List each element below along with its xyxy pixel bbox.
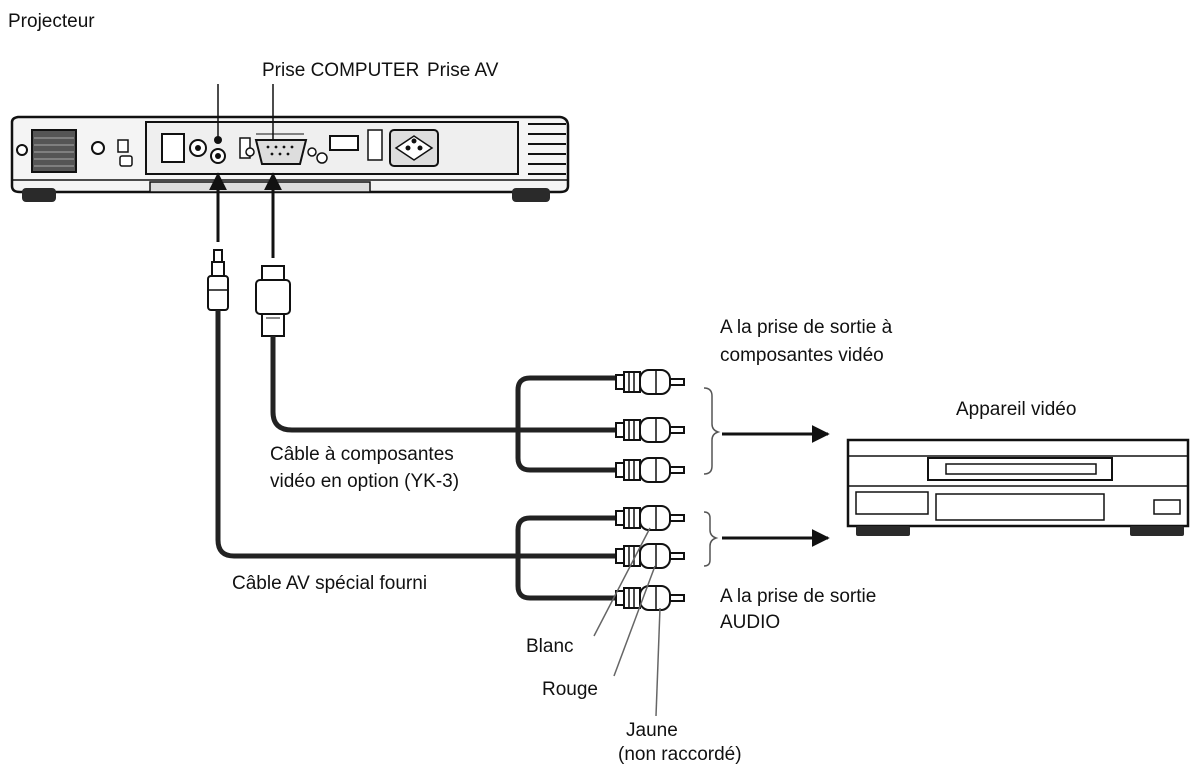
mini-jack-plug bbox=[207, 249, 229, 311]
color-leader-lines bbox=[593, 527, 661, 717]
label-projector: Projecteur bbox=[8, 11, 95, 32]
label-av-jack: Prise AV bbox=[427, 60, 499, 81]
plug-arrows bbox=[209, 172, 282, 258]
label-video-device: Appareil vidéo bbox=[956, 399, 1077, 420]
label-component-output-line2: composantes vidéo bbox=[720, 345, 884, 366]
video-device-illustration bbox=[846, 438, 1190, 536]
label-audio-output-line2: AUDIO bbox=[720, 612, 781, 633]
projector-illustration bbox=[10, 115, 570, 202]
component-connector bbox=[255, 265, 291, 337]
label-component-cable-line1: Câble à composantes bbox=[270, 444, 454, 465]
label-yellow-line2: (non raccordé) bbox=[618, 744, 742, 765]
label-yellow-line1: Jaune bbox=[626, 720, 678, 741]
braces bbox=[703, 387, 721, 567]
label-white: Blanc bbox=[526, 636, 574, 657]
label-red: Rouge bbox=[542, 679, 598, 700]
cables bbox=[215, 310, 618, 601]
label-component-output-line1: A la prise de sortie à bbox=[720, 317, 893, 338]
jack-leader-lines bbox=[217, 84, 274, 140]
label-av-cable: Câble AV spécial fourni bbox=[232, 573, 428, 594]
label-audio-output-line1: A la prise de sortie bbox=[720, 586, 877, 607]
label-computer-jack: Prise COMPUTER bbox=[262, 60, 420, 81]
label-component-cable-line2: vidéo en option (YK-3) bbox=[270, 471, 460, 492]
device-arrows bbox=[722, 425, 830, 547]
